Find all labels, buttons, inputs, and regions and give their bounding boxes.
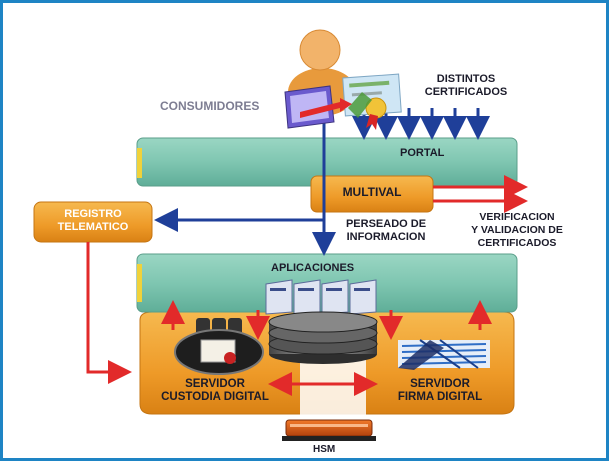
applications-label: APLICACIONES [271,262,355,274]
multival-box [310,175,434,213]
hsm-device-icon [282,419,376,441]
signature-server-label: SERVIDOR FIRMA DIGITAL [397,378,483,403]
consumers-label: CONSUMIDORES [160,99,260,113]
hsm-label: HSM [313,444,336,455]
certificate-icon [342,73,402,130]
certificate-arrows [352,108,490,140]
disk-stack-icon [268,311,378,364]
custody-server-icon [174,318,264,375]
portal-label: PORTAL [400,147,445,159]
registry-label: REGISTRO TELEMATICO [57,208,129,233]
verification-label: VERIFICACION Y VALIDACION DE CERTIFICADO… [471,211,563,249]
custody-server-label: SERVIDOR CUSTODIA DIGITAL [161,378,269,403]
parsing-label: PERSEADO DE INFORMACION [345,218,427,243]
server-rack-icon [265,279,377,315]
server-block-gap [300,360,366,418]
monitor-icon [284,85,335,129]
registry-box [33,201,153,243]
certificates-label: DISTINTOS CERTIFICADOS [424,73,508,98]
multival-label: MULTIVAL [342,185,402,199]
fingerprint-icon [398,339,490,370]
